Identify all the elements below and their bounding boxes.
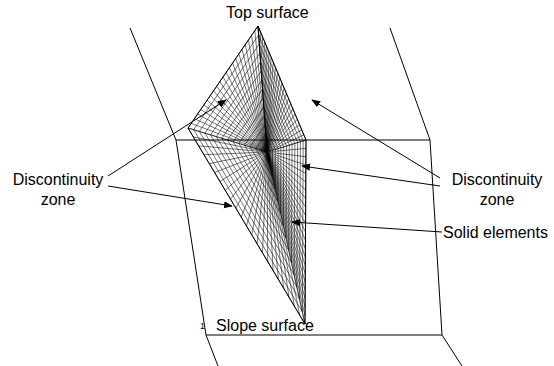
mesh-line — [194, 130, 303, 312]
slope-outline — [130, 28, 462, 366]
plane-label: Top surface — [226, 3, 336, 23]
mesh-line — [275, 149, 276, 188]
mesh-line — [269, 151, 270, 164]
mesh-line — [194, 35, 259, 130]
mesh-line — [233, 98, 263, 142]
mesh-line — [261, 143, 266, 150]
mesh-line — [228, 89, 263, 140]
zone-label: Discontinuity zone — [443, 170, 551, 210]
mesh-line — [291, 144, 293, 262]
part-label: Solid elements — [443, 223, 551, 243]
mesh-line — [199, 44, 259, 131]
solid-element-mesh — [188, 26, 306, 324]
mesh-line — [283, 147, 284, 226]
mesh-line — [222, 80, 262, 138]
mesh-line — [239, 107, 264, 143]
mesh-line — [205, 53, 260, 133]
mesh-line — [277, 149, 278, 202]
mesh-line — [280, 148, 281, 214]
mesh-line — [272, 150, 273, 176]
mesh-line — [211, 62, 261, 135]
mesh-line — [256, 149, 273, 177]
mesh-line — [299, 142, 301, 300]
mesh-line — [296, 143, 298, 288]
zone-label: Discontinuity zone — [4, 170, 112, 210]
mesh-line — [288, 145, 290, 250]
wedge-outline — [188, 26, 306, 324]
leader-arrows — [108, 100, 442, 232]
mesh-line — [294, 143, 296, 274]
mesh-line — [286, 146, 288, 238]
mesh-line — [250, 125, 265, 147]
plane-label: Slope surface — [216, 316, 336, 336]
callout-number: 1 — [200, 321, 210, 332]
mesh-line — [216, 71, 261, 137]
